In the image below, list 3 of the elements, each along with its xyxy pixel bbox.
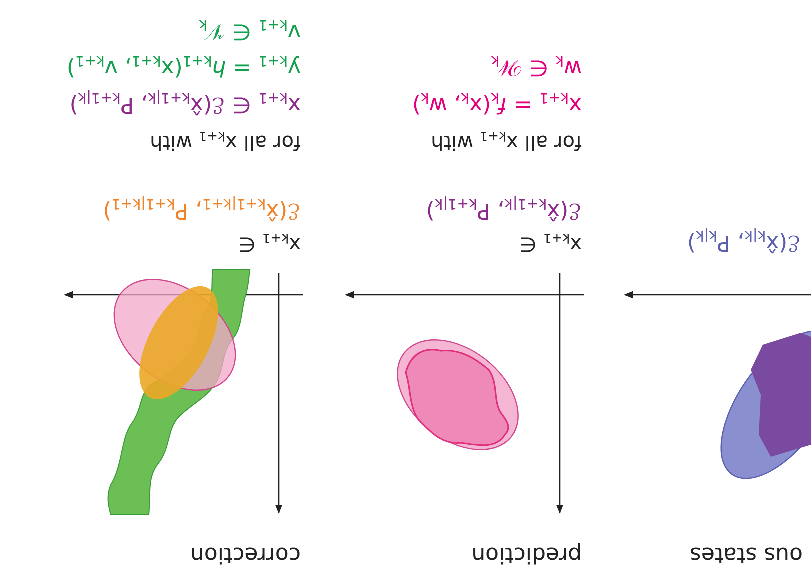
panel-title: prediction [472, 541, 582, 567]
panel-title: correction [190, 541, 301, 567]
panel-title: ous states [690, 541, 803, 567]
